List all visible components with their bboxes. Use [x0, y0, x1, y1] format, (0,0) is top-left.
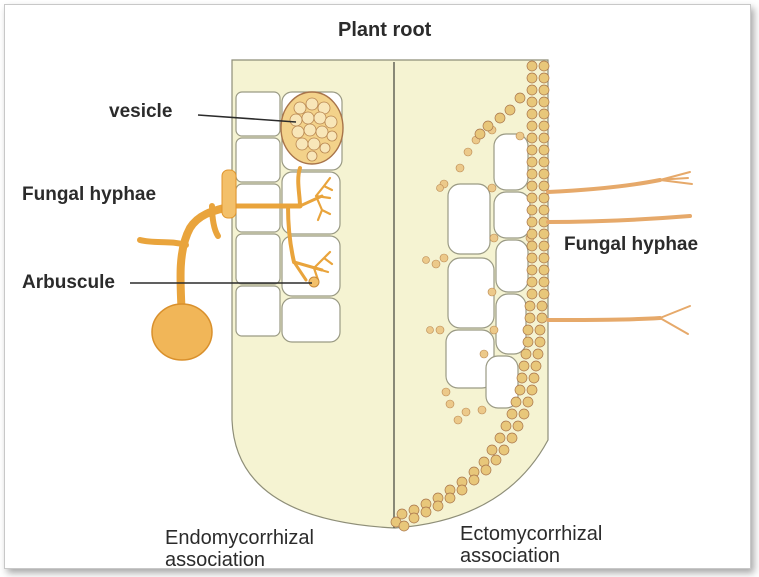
- vesicle-shape: [281, 92, 343, 164]
- ecto-caption-line2: association: [460, 545, 602, 567]
- endo-caption-line1: Endomycorrhizal: [165, 527, 314, 549]
- spore: [152, 304, 212, 360]
- fungal-hyphae-left-label: Fungal hyphae: [22, 184, 156, 206]
- endomycorrhizal-caption: Endomycorrhizal association: [165, 527, 314, 571]
- endo-hyphae-node: [222, 170, 236, 218]
- endo-caption-line2: association: [165, 549, 314, 571]
- arbuscule-tip: [309, 277, 319, 287]
- arbuscule-label: Arbuscule: [22, 272, 115, 294]
- fungal-hyphae-right-label: Fungal hyphae: [564, 234, 698, 256]
- ecto-caption-line1: Ectomycorrhizal: [460, 523, 602, 545]
- vesicle-label: vesicle: [109, 101, 172, 123]
- diagram-title: Plant root: [338, 19, 431, 41]
- ectomycorrhizal-caption: Ectomycorrhizal association: [460, 523, 602, 567]
